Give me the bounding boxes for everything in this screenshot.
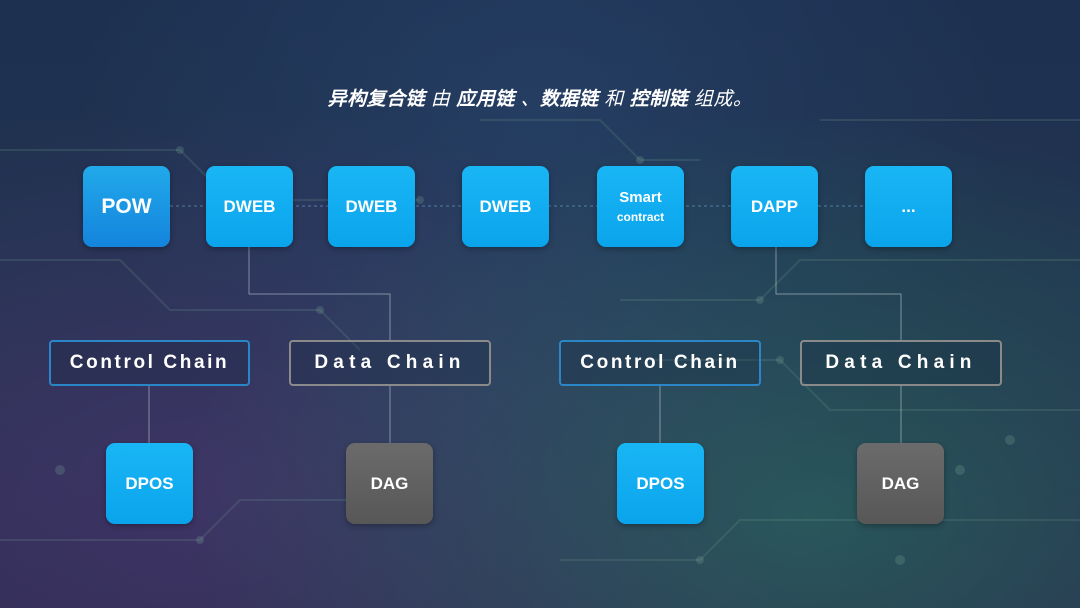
node-dweb-2: DWEB (328, 166, 415, 247)
data-chain-label-1: Data Chain (289, 340, 491, 386)
branch-line-left (248, 247, 391, 340)
headline-text: 、 (514, 89, 540, 110)
control-chain-label-1: Control Chain (49, 340, 250, 386)
headline-term-app: 应用链 (456, 89, 515, 110)
node-dag-1: DAG (346, 443, 433, 524)
node-dapp: DAPP (731, 166, 818, 247)
node-dpos-1: DPOS (106, 443, 193, 524)
headline-term-control: 控制链 (629, 89, 689, 110)
headline-text: 由 (425, 89, 457, 110)
node-dweb-3: DWEB (462, 166, 549, 247)
headline-term-data: 数据链 (540, 89, 599, 110)
headline: 异构复合链 由 应用链 、数据链 和 控制链 组成。 (0, 84, 1080, 111)
node-dpos-2: DPOS (617, 443, 704, 524)
node-more: ... (865, 166, 952, 247)
node-dag-2: DAG (857, 443, 944, 524)
node-pow: POW (83, 166, 170, 247)
node-contract-label: contract (616, 209, 665, 224)
headline-text: 和 (598, 89, 630, 110)
control-chain-label-2: Control Chain (559, 340, 761, 386)
branch-line-right (775, 247, 902, 340)
data-chain-label-2: Data Chain (800, 340, 1002, 386)
node-dweb-1: DWEB (206, 166, 293, 247)
headline-text: 组成。 (688, 89, 753, 110)
headline-term-hetero: 异构复合链 (327, 89, 426, 110)
node-smart-label: Smart (619, 188, 662, 206)
node-smart-contract: Smart contract (597, 166, 684, 247)
